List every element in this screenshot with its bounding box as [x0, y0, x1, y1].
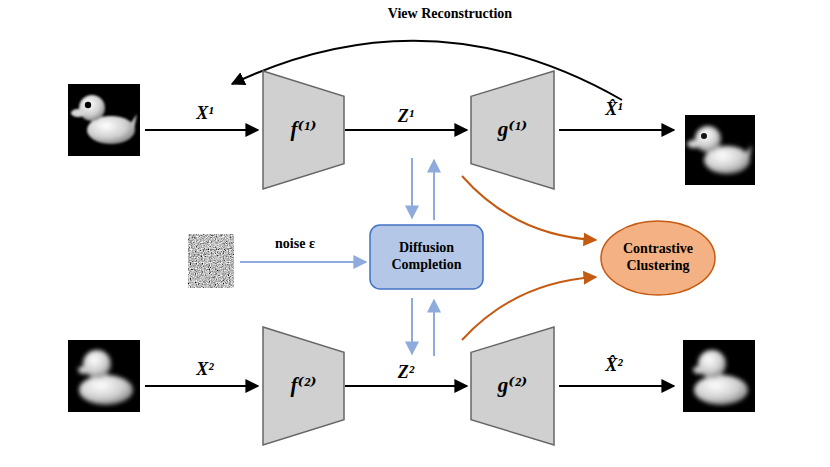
variable-label: X²	[196, 359, 213, 380]
node-outline	[263, 71, 344, 189]
cluster-ellipse: Contrastive Clustering	[600, 220, 716, 296]
node-outline	[471, 327, 554, 445]
duck-image	[685, 115, 755, 185]
connector-arrow	[345, 129, 467, 131]
encoder-trapezoid: f⁽¹⁾	[262, 70, 345, 190]
node-text: f⁽²⁾	[291, 373, 317, 398]
node-outline	[471, 71, 554, 189]
connector-arrow	[345, 385, 467, 387]
variable-label: Z²	[398, 362, 414, 383]
noise-image	[188, 234, 234, 288]
encoder-trapezoid: f⁽²⁾	[262, 326, 345, 446]
node-outline	[263, 327, 344, 445]
node-text: g⁽²⁾	[498, 373, 527, 398]
node-text: g⁽¹⁾	[498, 117, 527, 142]
node-outline	[370, 225, 483, 289]
duck-image	[68, 84, 140, 156]
variable-label: X̂²	[605, 355, 622, 376]
data-arrow	[145, 41, 674, 386]
node-outline	[601, 221, 715, 295]
duck-image	[683, 340, 755, 412]
node-text: f⁽¹⁾	[291, 117, 317, 142]
variable-label: Z¹	[398, 106, 414, 127]
duck-image	[68, 340, 140, 412]
node-text: Diffusion Completion	[377, 240, 476, 274]
variable-label: X¹	[196, 103, 213, 124]
decoder-trapezoid: g⁽¹⁾	[470, 70, 555, 190]
decoder-trapezoid: g⁽²⁾	[470, 326, 555, 446]
arrow-label: noise ε	[275, 236, 315, 252]
arrow-label: View Reconstruction	[388, 6, 512, 22]
variable-label: X̂¹	[605, 99, 622, 120]
process-box: Diffusion Completion	[369, 224, 484, 290]
node-text: Contrastive Clustering	[614, 241, 702, 275]
